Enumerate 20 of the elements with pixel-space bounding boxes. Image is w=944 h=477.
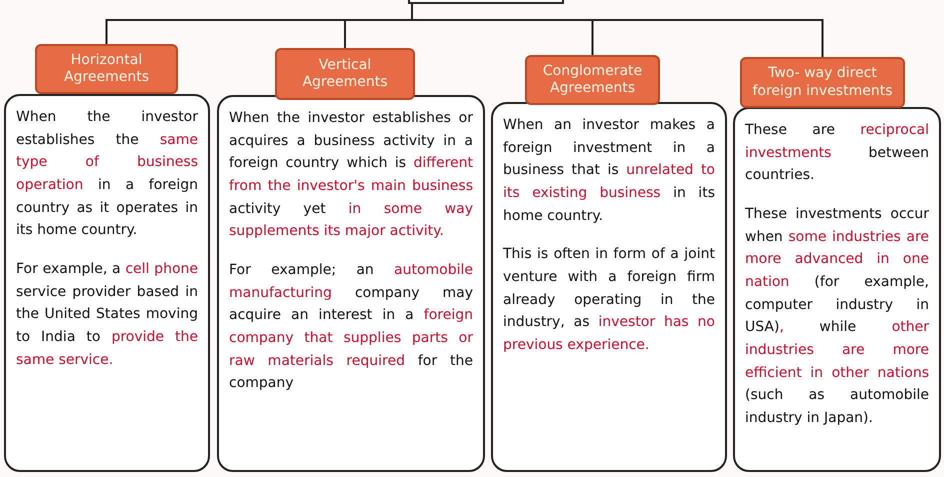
category-header	[275, 48, 415, 100]
description-text: These investments occur when some industries are more advanced in one nation (for example, computer industry in USA), while other industries are more efficient in other nations (such as automobile industry in Japan).	[745, 205, 929, 428]
header-text: Conglomerate Agreements	[542, 62, 644, 98]
description-text: These are reciprocal investments between countries.	[745, 121, 929, 186]
header-text: Vertical Agreements	[301, 56, 389, 92]
category-header	[525, 55, 660, 105]
header-text: Horizontal Agreements	[62, 52, 150, 86]
description-text: When the investor establishes the same type of business operation in a foreign country as it operates in its home country.	[16, 108, 198, 240]
description-text: For example, a cell phone service provider based in the United States moving to India to provide the same service.	[16, 260, 198, 370]
description-card	[4, 94, 210, 472]
description-card	[217, 95, 485, 472]
category-header	[35, 44, 178, 94]
description-text: For example; an automobile manufacturing company may acquire an interest in a foreign company that supplies parts or raw materials required for the company	[229, 261, 473, 394]
header-text: Two- way direct foreign investments	[751, 65, 894, 100]
description-card	[733, 107, 941, 472]
category-header	[740, 57, 905, 108]
description-text: This is often in form of a joint venture with a foreign firm already operating in the industry, as investor has no previous experience.	[503, 245, 715, 356]
description-text: When an investor makes a foreign investment in a business that is unrelated to its existing business in its home country.	[503, 116, 715, 226]
description-card	[491, 102, 727, 472]
description-text: When the investor establishes or acquires a business activity in a foreign country which is different from the investor's main business activity yet in some way supplements its major activity.	[229, 109, 473, 242]
